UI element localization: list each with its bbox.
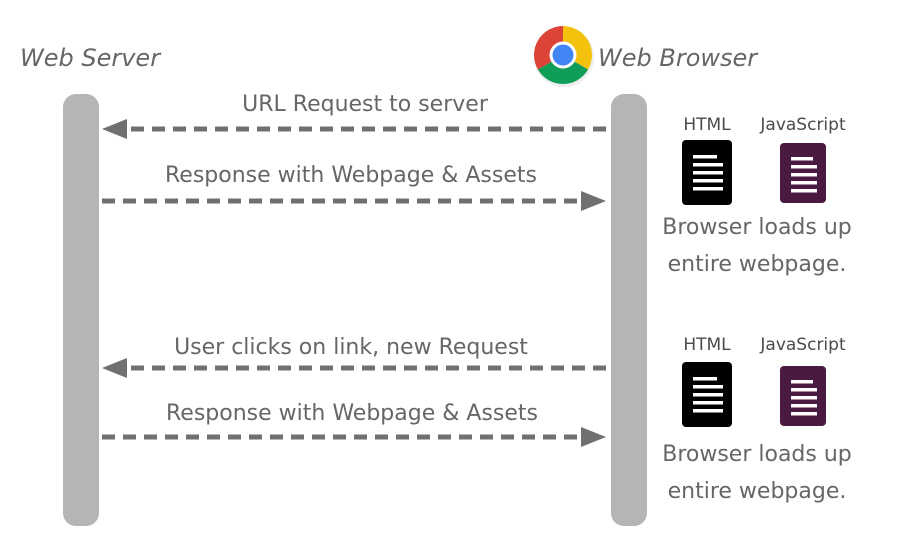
javascript-file-icon [780, 366, 826, 426]
chrome-logo-icon [534, 26, 594, 87]
arrow-head-right-icon [581, 191, 606, 211]
message-label: Response with Webpage & Assets [166, 401, 538, 426]
html-doc-label: HTML [683, 115, 731, 135]
arrow-head-right-icon [581, 427, 606, 447]
html-doc-label: HTML [683, 335, 731, 355]
arrow-head-left-icon [102, 119, 127, 139]
javascript-file-icon [780, 143, 826, 203]
message-label: URL Request to server [242, 92, 489, 117]
load-group-2: HTML JavaScript Browser loads up entire … [662, 335, 852, 504]
html-file-icon [682, 362, 732, 427]
web-browser-label: Web Browser [598, 44, 759, 72]
load-note-line: entire webpage. [668, 479, 847, 504]
html-file-icon [682, 140, 732, 205]
message-label: User clicks on link, new Request [174, 335, 528, 360]
message-new-request: User clicks on link, new Request [102, 335, 606, 378]
load-note-line: Browser loads up [662, 442, 852, 467]
arrow-head-left-icon [102, 358, 127, 378]
message-url-request: URL Request to server [102, 92, 606, 139]
javascript-doc-label: JavaScript [759, 115, 846, 135]
javascript-doc-label: JavaScript [759, 335, 846, 355]
message-response-2: Response with Webpage & Assets [102, 401, 606, 447]
web-server-lifeline [63, 94, 99, 526]
web-browser-lifeline [611, 94, 647, 526]
load-group-1: HTML JavaScript Browser loads up entire … [662, 115, 852, 277]
message-response-1: Response with Webpage & Assets [102, 163, 606, 211]
message-label: Response with Webpage & Assets [165, 163, 537, 188]
load-note-line: entire webpage. [668, 252, 847, 277]
web-server-label: Web Server [20, 44, 162, 72]
load-note-line: Browser loads up [662, 215, 852, 240]
